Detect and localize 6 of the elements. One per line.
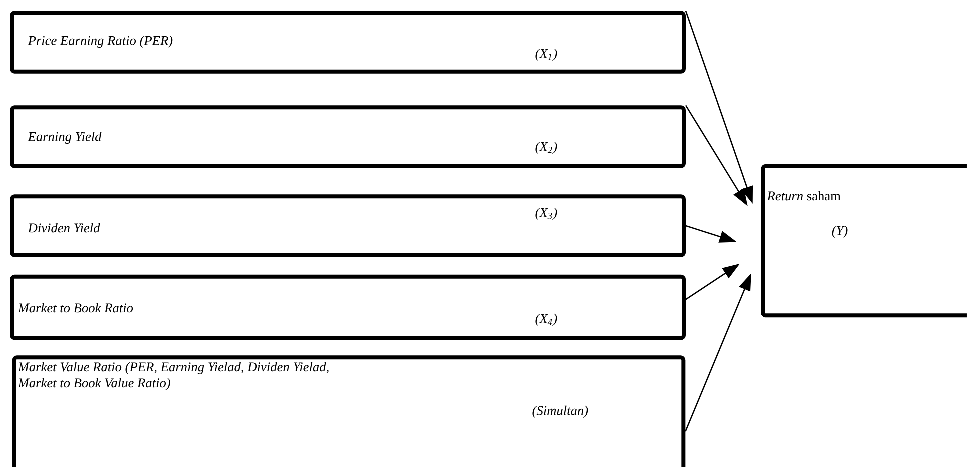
variable-box: Earning Yield (X$_{2}$) [10,106,686,168]
variable-box: Market to Book Ratio (X$_{4}$) [10,274,686,340]
variable-box: Dividen Yield (X$_{3}$) [10,194,686,258]
outcome-box: Return saham (Y) [761,164,967,318]
variable-box: Price Earning Ratio (PER) (X$_{1}$) [10,11,686,74]
variable-box: Market Value Ratio (PER, Earning Yielad, Dividen Yielad, Market to Book Value Ratio) (Simultan) [12,356,686,467]
